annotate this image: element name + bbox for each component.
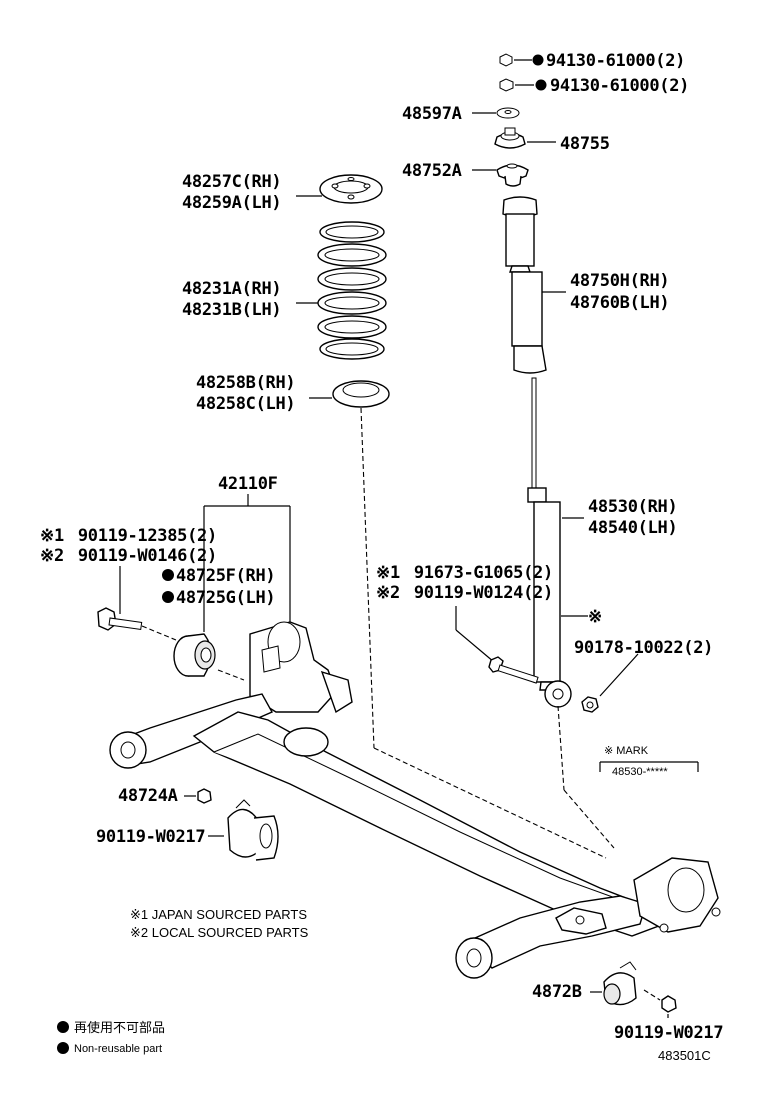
label-bolt-beam-2: ※2 90119-W0146(2) — [40, 546, 217, 566]
non-reusable-dot-icon — [162, 591, 174, 603]
label-spring-rh: 48231A(RH) — [182, 279, 281, 299]
support-part — [496, 163, 529, 187]
upper-spring-seat-part — [319, 174, 383, 204]
part-number: 90119-12385(2) — [78, 526, 217, 546]
label-boot-rh: 48750H(RH) — [570, 271, 669, 291]
source-mark: ※2 — [40, 546, 64, 566]
label-washer: 48597A — [402, 104, 462, 124]
label-spring-seat-lower-rh: 48258B(RH) — [196, 373, 295, 393]
coil-spring-part — [317, 221, 387, 360]
part-number: 90119-W0146(2) — [78, 546, 217, 566]
label-nut-1: 94130-61000(2) — [546, 51, 685, 71]
left-bracket-bolt-part — [197, 788, 212, 804]
note-japan-sourced: ※1 JAPAN SOURCED PARTS — [130, 907, 307, 922]
label-bolt-left: 90119-W0217 — [96, 827, 205, 847]
label-axle-beam: 42110F — [218, 474, 278, 494]
non-reusable-dot-icon — [535, 79, 547, 91]
label-bushing-lh: 48725G(LH) — [176, 588, 275, 608]
right-stabilizer-bracket-part — [603, 961, 637, 1006]
label-cushion-upper: 48755 — [560, 134, 610, 154]
washer-part — [496, 107, 520, 119]
mark-value: 48530-***** — [612, 766, 668, 778]
beam-bushing-part — [173, 633, 216, 677]
absorber-bolt-part — [488, 656, 539, 684]
label-absorber-lh: 48540(LH) — [588, 518, 677, 538]
label-nut-abs: 90178-10022(2) — [574, 638, 713, 658]
label-absorber-mark: ※ — [588, 607, 602, 627]
label-absorber-rh: 48530(RH) — [588, 497, 677, 517]
source-mark: ※1 — [376, 563, 400, 583]
axle-beam-part — [109, 621, 721, 979]
label-boot-lh: 48760B(LH) — [570, 293, 669, 313]
lower-spring-seat-part — [332, 380, 390, 408]
non-reusable-dot-icon — [162, 569, 174, 581]
label-spring-lh: 48231B(LH) — [182, 300, 281, 320]
legend-japanese: 再使用不可部品 — [74, 1020, 165, 1035]
mark-title: ※ MARK — [604, 745, 649, 757]
shock-absorber-part — [527, 377, 572, 708]
label-bolt-beam-1: ※1 90119-12385(2) — [40, 526, 217, 546]
part-number: 91673-G1065(2) — [414, 563, 553, 583]
label-bolt-abs-1: ※1 91673-G1065(2) — [376, 563, 553, 583]
part-number: 90119-W0124(2) — [414, 583, 553, 603]
left-stabilizer-bracket-part — [227, 799, 279, 861]
label-bracket-left: 48724A — [118, 786, 178, 806]
beam-bolt-part — [97, 607, 143, 631]
non-reusable-dot-icon — [532, 54, 544, 66]
label-spring-seat-upper-lh: 48259A(LH) — [182, 193, 281, 213]
legend-english: Non-reusable part — [74, 1043, 162, 1055]
non-reusable-dot-icon — [57, 1042, 69, 1054]
label-support: 48752A — [402, 161, 462, 181]
nut-lower — [499, 78, 514, 92]
label-bolt-right: 90119-W0217 — [614, 1023, 723, 1043]
label-bushing-rh: 48725F(RH) — [176, 566, 275, 586]
nut-upper — [499, 53, 513, 67]
source-mark: ※2 — [376, 583, 400, 603]
label-spring-seat-lower-lh: 48258C(LH) — [196, 394, 295, 414]
absorber-nut-part — [581, 696, 599, 713]
upper-cushion-part — [494, 127, 526, 149]
label-spring-seat-upper-rh: 48257C(RH) — [182, 172, 281, 192]
non-reusable-dot-icon — [57, 1021, 69, 1033]
label-bracket-right: 4872B — [532, 982, 582, 1002]
right-bracket-bolt-part — [661, 995, 677, 1013]
diagram-code: 483501C — [658, 1048, 711, 1063]
source-mark: ※1 — [40, 526, 64, 546]
label-bolt-abs-2: ※2 90119-W0124(2) — [376, 583, 553, 603]
label-nut-2: 94130-61000(2) — [550, 76, 689, 96]
note-local-sourced: ※2 LOCAL SOURCED PARTS — [130, 925, 309, 940]
bump-boot-part — [502, 196, 547, 374]
